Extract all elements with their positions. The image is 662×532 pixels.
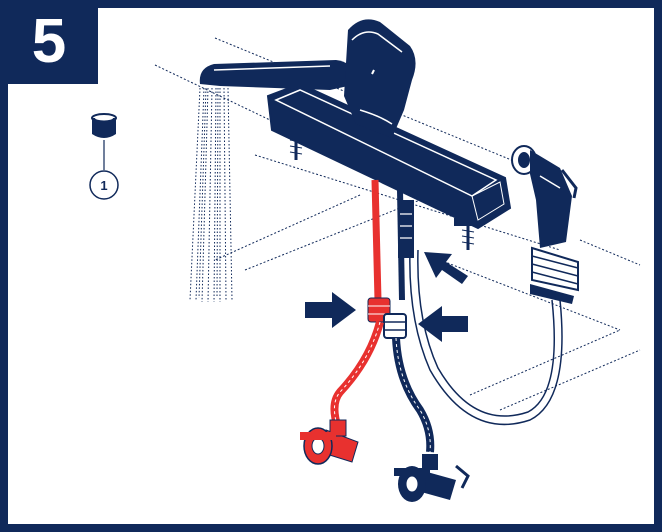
shutoff-valve-cold [394, 454, 470, 502]
arrow-left-icon [418, 306, 468, 342]
sink-outline [154, 37, 641, 411]
faucet-icon [199, 19, 512, 250]
sprayer-icon [511, 145, 579, 304]
step-number-badge: 5 [0, 0, 98, 84]
aerator-icon [91, 113, 117, 170]
arrow-right-icon [305, 292, 356, 328]
water-spray [189, 87, 233, 303]
arrow-diagonal-icon [424, 252, 468, 284]
callout-1-number: 1 [100, 178, 107, 193]
shutoff-valve-hot [300, 419, 359, 465]
supply-lines [330, 179, 563, 453]
callout-1: 1 [89, 170, 119, 200]
